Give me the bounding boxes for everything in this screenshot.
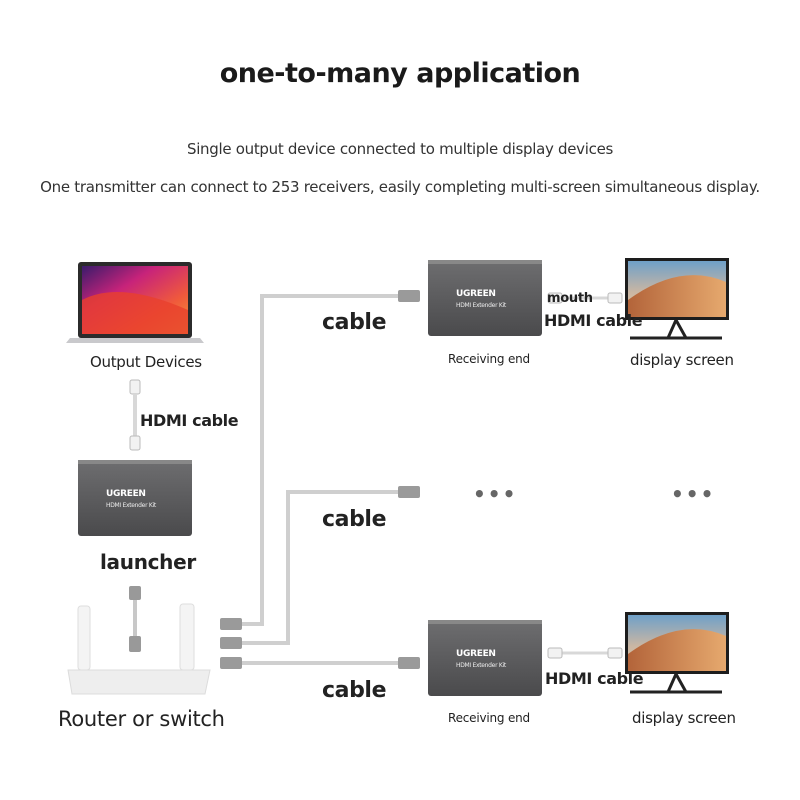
- hdmi-cable-label: HDMI cable: [140, 411, 239, 430]
- subtitle: Single output device connected to multip…: [186, 140, 614, 158]
- brand-label: UGREEN: [106, 489, 146, 499]
- hdmi-cable-label: HDMI cable: [544, 311, 643, 330]
- rj45-connectors: [220, 290, 420, 669]
- hdmi-cable-label: HDMI cable: [545, 669, 644, 688]
- device-text: HDMI Extender Kit: [456, 302, 506, 309]
- page-title: one-to-many application: [219, 58, 581, 89]
- hdmi-cable-icon: [129, 379, 141, 451]
- launcher-label: launcher: [100, 550, 196, 574]
- display-monitor-icon: [625, 612, 729, 694]
- ethernet-cable-icon: [129, 586, 141, 652]
- device-text: HDMI Extender Kit: [106, 502, 156, 509]
- more-receivers-indicator: •••: [473, 482, 518, 506]
- mouth-label: mouth: [547, 291, 593, 306]
- cable-label: cable: [322, 507, 387, 532]
- display-screen-label: display screen: [632, 709, 736, 727]
- hdmi-cable-icon: [547, 647, 623, 659]
- cable-label: cable: [322, 310, 387, 335]
- receiver-device-icon: [428, 260, 542, 336]
- device-text: HDMI Extender Kit: [456, 662, 506, 669]
- brand-label: UGREEN: [456, 649, 496, 659]
- network-cables: [240, 294, 400, 665]
- router-icon: [67, 603, 211, 695]
- description: One transmitter can connect to 253 recei…: [40, 178, 760, 196]
- output-devices-label: Output Devices: [90, 353, 202, 371]
- hdmi-cable-icon: [547, 292, 623, 304]
- brand-label: UGREEN: [456, 289, 496, 299]
- receiving-end-label: Receiving end: [448, 711, 530, 725]
- more-displays-indicator: •••: [671, 482, 716, 506]
- launcher-device-icon: [78, 460, 192, 536]
- router-label: Router or switch: [58, 707, 225, 731]
- receiver-device-icon: [428, 620, 542, 696]
- display-screen-label: display screen: [630, 351, 734, 369]
- cable-label: cable: [322, 678, 387, 703]
- laptop-icon: [66, 262, 204, 343]
- display-monitor-icon: [625, 258, 729, 340]
- receiving-end-label: Receiving end: [448, 352, 530, 366]
